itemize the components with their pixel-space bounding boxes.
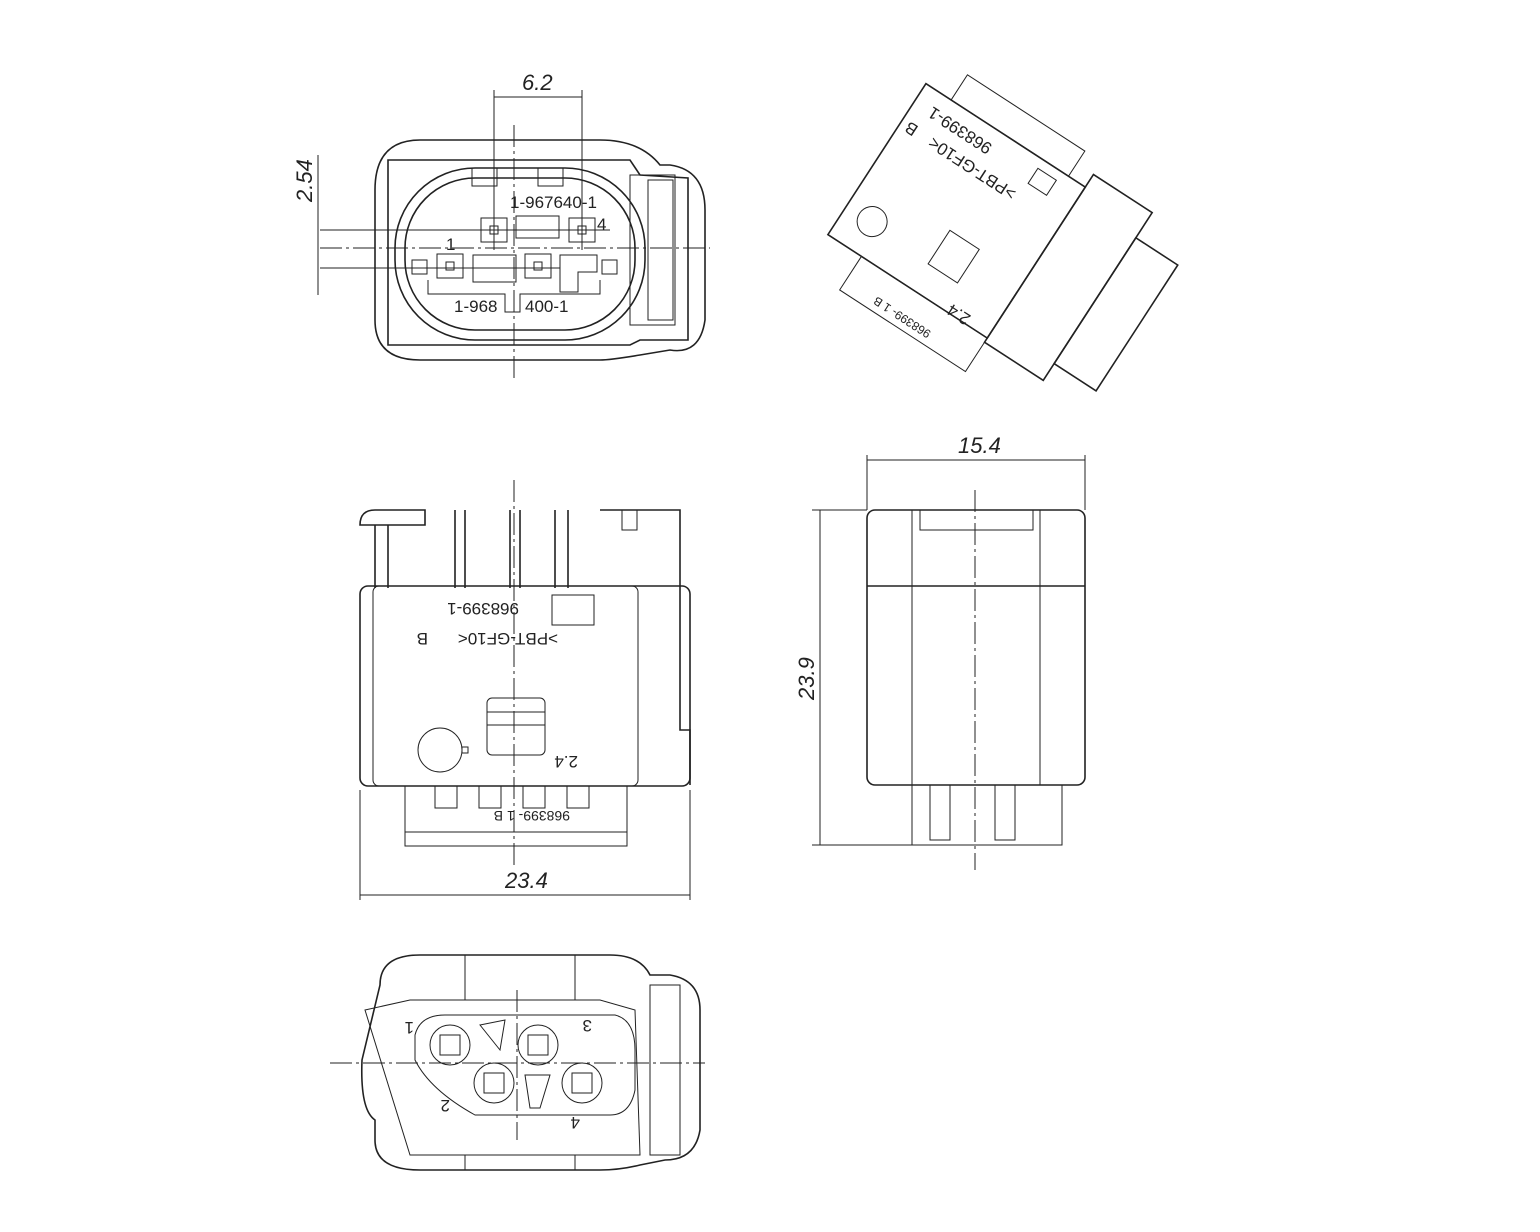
pin-label: 4 — [597, 215, 606, 234]
pin-label: 4 — [571, 1113, 580, 1132]
dimension-front-width: 23.4 — [504, 868, 548, 893]
pin-cavity — [561, 1062, 603, 1104]
iso-mark: B — [902, 117, 922, 139]
pin-cavity — [473, 1062, 515, 1104]
rear-view: 1 2 3 4 — [330, 954, 705, 1171]
dimension-pin-pitch-vertical: 2.54 — [292, 159, 317, 203]
part-number-bottom-right: 400-1 — [525, 297, 568, 316]
pin-cavity — [429, 1024, 471, 1066]
top-mark: B — [417, 629, 428, 648]
pin-label: 3 — [583, 1016, 592, 1035]
top-lower-marking: 968399- 1 B — [494, 808, 570, 824]
pin-cavity — [517, 1024, 559, 1066]
pin-label: 1 — [405, 1018, 414, 1037]
top-material: >PBT-GF10< — [458, 629, 558, 648]
iso-lower-marking: 968399- 1 B — [871, 294, 933, 341]
top-part-number: 968399-1 — [447, 599, 519, 618]
part-number-top: 1-967640-1 — [510, 193, 597, 212]
dimension-height: 23.9 — [794, 657, 819, 701]
top-view: 968399-1 >PBT-GF10< B 2.4 968399- 1 B 23… — [359, 480, 691, 900]
iso-view: 968399-1 >PBT-GF10< B 2.4 968399- 1 B — [826, 74, 1179, 392]
pin-square — [436, 253, 464, 279]
front-view: 1-967640-1 1-968 400-1 1 4 6.2 2.54 — [292, 70, 710, 378]
pin-label: 2 — [441, 1096, 450, 1115]
dimension-pin-pitch-horizontal: 6.2 — [522, 70, 553, 95]
iso-revision: 2.4 — [944, 300, 974, 329]
part-number-bottom-left: 1-968 — [454, 297, 497, 316]
dimension-side-width: 15.4 — [958, 433, 1001, 458]
top-revision: 2.4 — [554, 752, 578, 771]
pin-square — [524, 253, 552, 279]
side-view: 15.4 23.9 — [794, 433, 1086, 870]
pin-label: 1 — [446, 235, 455, 254]
